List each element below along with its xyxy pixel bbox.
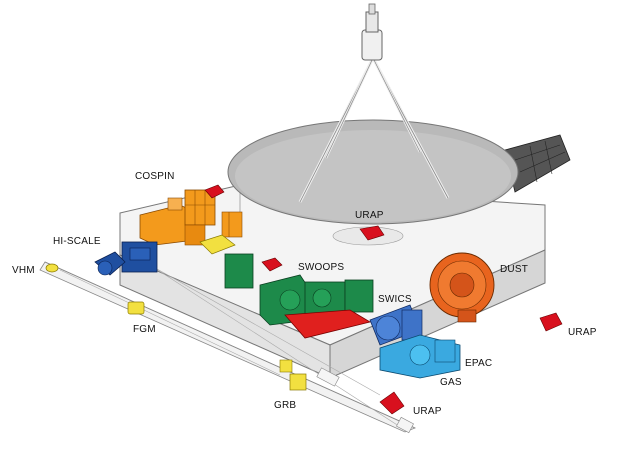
urap-small-top [204, 184, 225, 199]
vhm-sensor [45, 263, 59, 273]
dust-instrument [429, 252, 495, 323]
label-cospin: COSPIN [135, 171, 175, 182]
label-grb: GRB [274, 400, 297, 411]
antenna-feed-struts [298, 3, 450, 203]
label-urap-right: URAP [568, 327, 597, 338]
urap-bottom [379, 391, 405, 415]
rtg-panel [504, 134, 571, 193]
cospin-instrument [139, 189, 243, 246]
grb-instrument [279, 359, 307, 391]
label-vhm: VHM [12, 265, 35, 276]
label-swics: SWICS [378, 294, 412, 305]
hi-scale-instrument [94, 241, 158, 276]
antenna-dish [227, 119, 519, 225]
yellow-unit [199, 234, 236, 255]
label-dust: DUST [500, 264, 529, 275]
fgm-sensor [127, 301, 145, 315]
label-fgm: FGM [133, 324, 156, 335]
label-urap-center: URAP [355, 210, 384, 221]
label-hi-scale: HI-SCALE [53, 236, 101, 247]
swics-instrument [369, 304, 423, 346]
label-swoops: SWOOPS [298, 262, 345, 273]
label-urap-bottom: URAP [413, 406, 442, 417]
label-gas: GAS [440, 377, 462, 388]
epac-gas-instrument [379, 334, 461, 379]
label-epac: EPAC [465, 358, 493, 369]
urap-small-mid [261, 257, 283, 272]
urap-center-disc [332, 225, 404, 246]
swoops-base [284, 309, 372, 339]
urap-right [539, 312, 563, 332]
